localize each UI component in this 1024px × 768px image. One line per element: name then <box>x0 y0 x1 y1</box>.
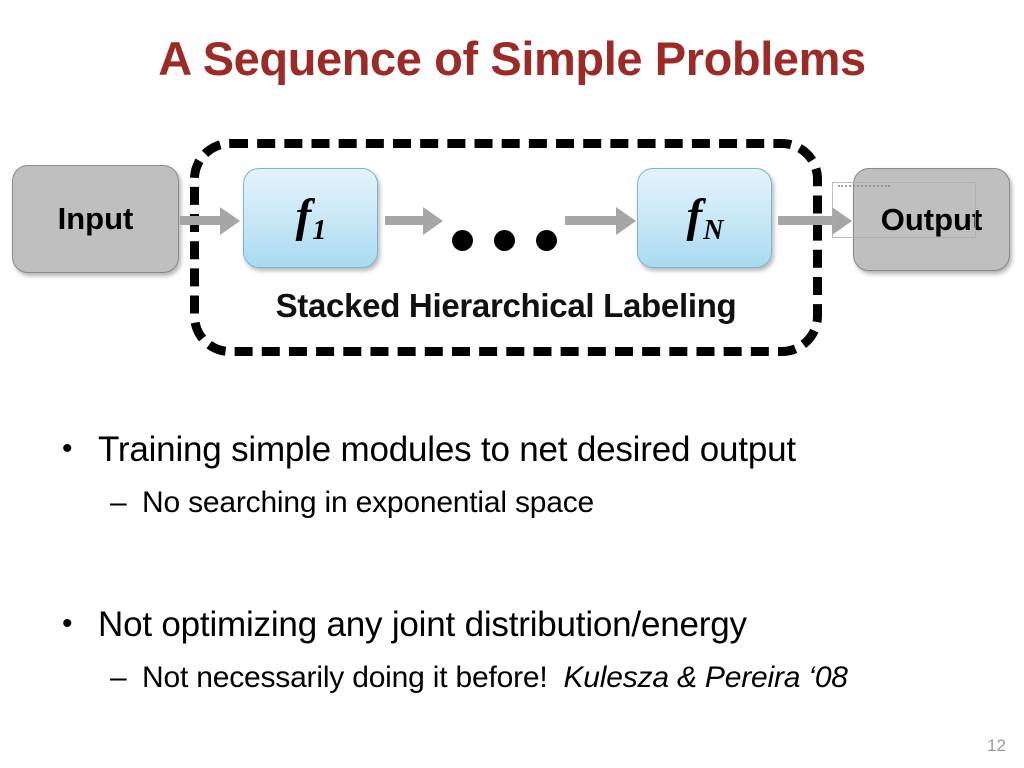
ellipsis-dot <box>536 230 557 251</box>
bullet-item-level1: • Not optimizing any joint distribution/… <box>62 605 747 645</box>
function-box-fn: fN <box>637 168 772 268</box>
function-box-fn-label: fN <box>686 189 724 246</box>
sub-bullet-text: Not necessarily doing it before! <box>142 661 548 694</box>
bullet-item-level2: – Not necessarily doing it before! Kules… <box>110 661 848 696</box>
bullet-marker: • <box>62 607 73 640</box>
bullet-text: Not optimizing any joint distribution/en… <box>98 605 747 644</box>
bullet-item-level1: • Training simple modules to net desired… <box>62 430 796 470</box>
sub-bullet-marker: – <box>110 661 127 694</box>
arrow-fn-to-output-icon <box>778 206 852 235</box>
function-box-f1: f1 <box>243 168 378 268</box>
ellipsis-dot <box>452 230 473 251</box>
function-box-f1-label: f1 <box>295 189 327 246</box>
stray-placeholder-tick <box>838 185 890 190</box>
arrow-input-to-f1-icon <box>180 206 240 235</box>
input-box: Input <box>12 165 179 273</box>
sub-bullet-marker: – <box>110 486 127 519</box>
pipeline-diagram: Input f1 fN Output Stacked Hierarchical … <box>0 130 1024 380</box>
output-box-label: Output <box>880 201 983 237</box>
bullet-text: Training simple modules to net desired o… <box>98 430 796 469</box>
group-caption: Stacked Hierarchical Labeling <box>275 287 737 324</box>
ellipsis-dot <box>494 230 515 251</box>
arrow-f1-to-ellipsis-icon <box>385 206 443 235</box>
stacked-hierarchical-labeling-group <box>190 139 822 356</box>
input-box-label: Input <box>57 201 134 236</box>
output-box: Output <box>853 168 1010 271</box>
page-number: 12 <box>987 736 1006 755</box>
arrow-ellipsis-to-fn-icon <box>565 206 636 235</box>
bullet-item-level2: – No searching in exponential space <box>110 486 594 521</box>
bullet-marker: • <box>62 432 73 465</box>
page-title: A Sequence of Simple Problems <box>158 32 866 85</box>
sub-bullet-text: No searching in exponential space <box>142 486 595 519</box>
citation-text: Kulesza & Pereira ‘08 <box>563 661 848 694</box>
ellipsis-icon <box>452 230 557 251</box>
